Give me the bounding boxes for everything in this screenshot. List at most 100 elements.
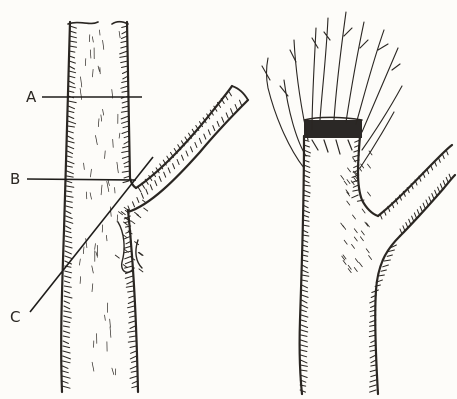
bark-stroke	[128, 301, 134, 304]
bark-stroke	[83, 247, 84, 254]
bark-stroke	[70, 41, 77, 42]
bark-stroke	[68, 111, 74, 113]
bark-stroke	[65, 246, 72, 248]
bark-stroke	[80, 89, 82, 100]
bark-stroke	[144, 208, 148, 211]
bark-stroke	[137, 198, 139, 203]
bark-stroke	[414, 213, 416, 218]
bark-stroke	[301, 335, 307, 336]
bark-stroke	[128, 331, 136, 332]
bark-stroke	[69, 81, 75, 84]
bark-stroke	[240, 100, 242, 105]
bark-stroke	[68, 131, 74, 133]
bark-stroke	[65, 241, 72, 243]
bark-stroke	[92, 362, 94, 371]
bark-stroke	[449, 174, 451, 179]
bark-stroke	[62, 381, 68, 383]
bark-stroke	[122, 171, 130, 172]
bark-stroke	[112, 368, 114, 374]
bark-stroke	[302, 285, 308, 288]
bark-stroke	[120, 56, 128, 57]
bark-stroke	[301, 355, 307, 357]
bark-stroke	[301, 320, 306, 322]
bark-stroke	[64, 306, 70, 309]
bark-stroke	[302, 275, 309, 276]
bark-stroke	[63, 341, 68, 344]
bark-stroke	[102, 225, 103, 232]
bark-stroke	[66, 216, 72, 219]
bark-stroke	[131, 371, 137, 372]
bark-stroke	[348, 168, 351, 172]
bark-stroke	[432, 194, 434, 199]
bark-stroke	[347, 201, 350, 205]
bark-stroke	[64, 311, 71, 312]
bark-stroke	[443, 181, 445, 186]
bark-stroke	[66, 196, 73, 197]
sprout	[334, 12, 346, 120]
bark-stroke	[301, 330, 308, 332]
bark-stroke	[412, 216, 414, 221]
bark-stroke	[440, 184, 442, 189]
bark-stroke	[435, 190, 437, 195]
label-b-group: B	[10, 170, 136, 188]
bark-stroke	[122, 121, 129, 123]
bark-stroke	[110, 327, 111, 338]
bark-stroke	[352, 195, 358, 198]
bark-stroke	[204, 134, 206, 139]
bark-stroke	[124, 207, 128, 210]
bark-stroke	[98, 66, 99, 71]
bark-stroke	[409, 219, 411, 224]
bark-stroke	[128, 291, 134, 292]
bark-stroke	[67, 166, 73, 167]
bark-stroke	[81, 77, 82, 87]
bark-stroke	[341, 223, 344, 227]
bark-stroke	[101, 115, 102, 121]
bark-stroke	[85, 59, 86, 66]
left-trunk-top	[68, 22, 128, 24]
bark-stroke	[125, 261, 132, 264]
bark-stroke	[168, 168, 170, 173]
bark-stroke	[63, 326, 69, 327]
bark-stroke	[217, 121, 219, 126]
sprout	[284, 80, 306, 156]
bark-stroke	[344, 240, 347, 244]
bark-stroke	[119, 31, 120, 38]
bark-stroke	[300, 370, 307, 371]
bark-stroke	[65, 251, 71, 254]
bark-stroke	[403, 226, 405, 231]
bark-stroke	[68, 106, 74, 109]
bark-stroke	[354, 229, 357, 233]
bark-stroke	[301, 315, 308, 317]
bark-stroke	[63, 366, 68, 368]
bark-stroke	[92, 284, 93, 292]
bark-stroke	[387, 255, 392, 256]
bark-stroke	[113, 139, 114, 147]
bark-stroke	[438, 187, 440, 192]
bark-stroke	[70, 36, 77, 38]
bark-stroke	[191, 147, 193, 152]
bark-stroke	[122, 156, 129, 158]
bark-stroke	[343, 261, 346, 265]
bark-stroke	[368, 192, 371, 196]
bark-stroke	[121, 111, 128, 112]
bark-stroke	[65, 276, 72, 278]
bark-stroke	[70, 46, 77, 47]
bark-stroke	[226, 113, 228, 118]
bark-stroke	[66, 211, 71, 214]
bark-stroke	[381, 270, 386, 271]
stub-shadow	[312, 140, 352, 154]
right-branch-lower-edge	[400, 175, 455, 236]
bark-stroke	[417, 210, 419, 215]
bark-stroke	[302, 265, 308, 268]
bark-stroke	[65, 271, 72, 273]
bark-stroke	[103, 40, 104, 49]
bark-stroke	[370, 380, 376, 382]
bark-stroke	[383, 265, 389, 267]
bark-stroke	[64, 301, 70, 303]
right-tree-drawing	[262, 12, 455, 394]
bark-stroke	[123, 146, 130, 148]
bark-stroke	[222, 117, 224, 122]
bark-stroke	[371, 375, 376, 377]
bark-stroke	[91, 169, 92, 177]
